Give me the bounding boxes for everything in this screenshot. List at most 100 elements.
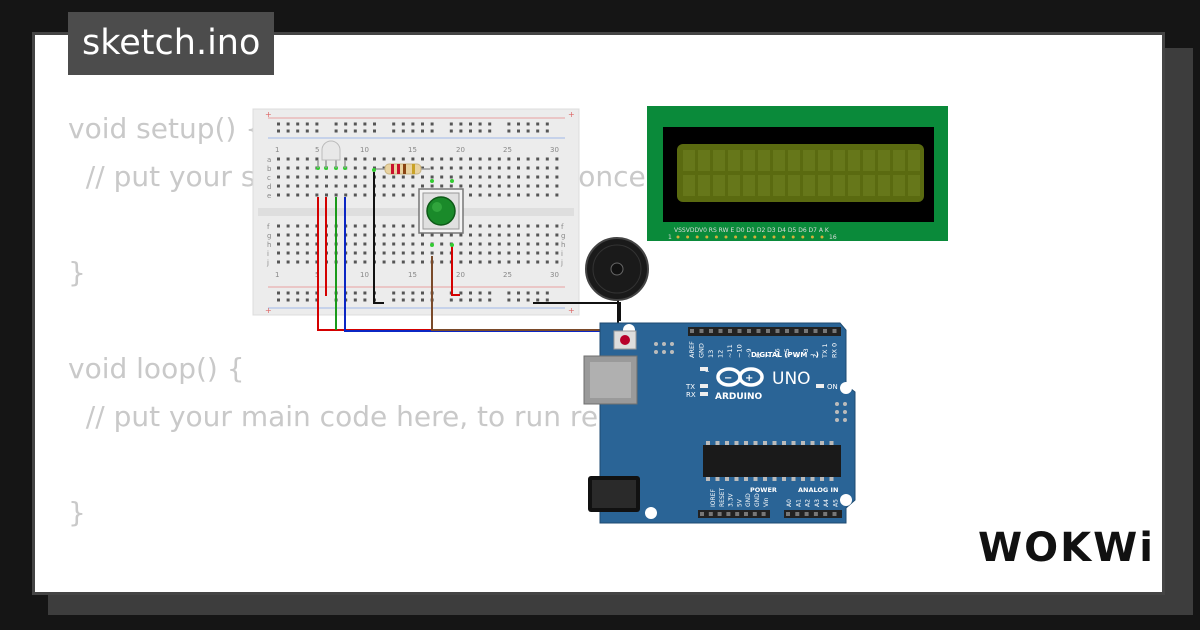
led-label-on: ON [827,383,838,391]
wokwi-logo: WOKWi [978,525,1155,571]
led-tx-indicator [700,384,708,388]
lcd-pins [676,235,824,239]
column-label: 15 [408,146,417,154]
column-label: 20 [456,271,465,279]
column-label: 10 [360,271,369,279]
lcd-pin-labels: VSSVDDV0 RS RW E D0 D1 D2 D3 D4 D5 D6 D7… [674,227,830,234]
lcd-pin-end: 16 [829,234,837,241]
code-line: } [68,496,86,529]
led-on-indicator [816,384,824,388]
row-label: j [266,259,269,267]
rgb-led[interactable] [317,140,346,168]
row-label: c [267,174,271,182]
power-pin-label: 3.3V [728,492,735,507]
digital-pin-label: RX 0 [831,343,839,358]
column-label: 15 [408,271,417,279]
analog-pin-label: A3 [814,499,821,507]
digital-pin-label: ~9 [745,348,753,358]
row-label: f [267,223,270,231]
resistor[interactable] [376,163,430,175]
digital-pin-label: ~3 [802,348,810,358]
digital-pin-label: ~6 [774,348,782,358]
row-label: g [561,232,565,240]
led-label-tx: TX [685,383,695,391]
row-label: h [267,241,271,249]
row-label: f [561,223,564,231]
row-label: e [267,192,271,200]
digital-pin-label: 12 [717,350,725,358]
board-brand: ARDUINO [715,392,763,402]
digital-pin-label: AREF [688,341,696,358]
breadboard: + + + + 1 5 10 15 20 25 30 1 5 10 15 20 … [252,108,580,316]
analog-header-label: ANALOG IN [798,486,838,494]
wire-black [373,172,384,304]
digital-pins [690,329,837,333]
lcd-character-grid [683,150,920,196]
buzzer[interactable] [585,237,649,301]
digital-pin-label: 7 [764,354,772,358]
wire-black [533,302,621,321]
digital-header-strip [688,327,841,336]
lcd-pin-start: 1 [668,234,672,241]
analog-header-strip [784,510,842,518]
column-label: 30 [550,146,559,154]
code-line: } [68,256,86,289]
row-label: d [267,183,271,191]
svg-text:+: + [568,110,575,119]
digital-pin-label: 8 [755,354,763,358]
digital-pin-label: ~10 [736,344,744,358]
row-label: g [267,232,271,240]
power-pin-label: Vin [763,497,770,507]
icsp-header [654,342,847,422]
svg-text:+: + [265,110,272,119]
digital-pin-label: ~5 [783,348,791,358]
push-button[interactable] [418,188,464,234]
led-label-rx: RX [686,391,696,399]
column-label: 1 [275,271,279,279]
row-label: j [560,259,563,267]
svg-text:+: + [568,306,575,315]
file-tab[interactable]: sketch.ino [68,12,275,75]
column-label: 10 [360,146,369,154]
mounting-hole [645,507,657,519]
column-label: 30 [550,271,559,279]
power-pin-label: GND [754,493,761,507]
bottom-pins [700,512,837,516]
board-model: UNO [772,369,811,389]
power-header-strip [698,510,770,518]
plus-sign: + [745,373,753,384]
power-pin-label: GND [745,493,752,507]
digital-pin-label: TX 1 [821,343,829,359]
row-label: i [561,250,563,258]
column-label: 25 [503,271,512,279]
digital-pin-label: 2 [812,354,820,358]
svg-text:+: + [265,306,272,315]
digital-pin-label: GND [698,343,706,358]
column-label: 5 [315,146,319,154]
code-line: void loop() { [68,352,245,385]
led-l-indicator [700,367,708,371]
column-label: 25 [503,146,512,154]
analog-pin-label: A2 [805,499,812,507]
analog-pin-label: A5 [833,499,840,507]
digital-pin-label: 4 [793,354,801,358]
row-label: i [267,250,269,258]
analog-pin-label: A4 [823,499,830,507]
led-rx-indicator [700,392,708,396]
column-label: 1 [275,146,279,154]
row-label: a [267,156,271,164]
lcd-display[interactable]: VSSVDDV0 RS RW E D0 D1 D2 D3 D4 D5 D6 D7… [647,106,948,241]
digital-pin-label: ~11 [726,344,734,358]
power-pin-label: RESET [719,487,726,507]
column-label: 20 [456,146,465,154]
analog-pin-label: A0 [786,499,793,507]
mounting-hole [840,382,852,394]
digital-header-label: DIGITAL (PWM ~) [751,351,819,359]
minus-sign: − [724,373,732,384]
power-pin-label: 5V [736,498,743,507]
